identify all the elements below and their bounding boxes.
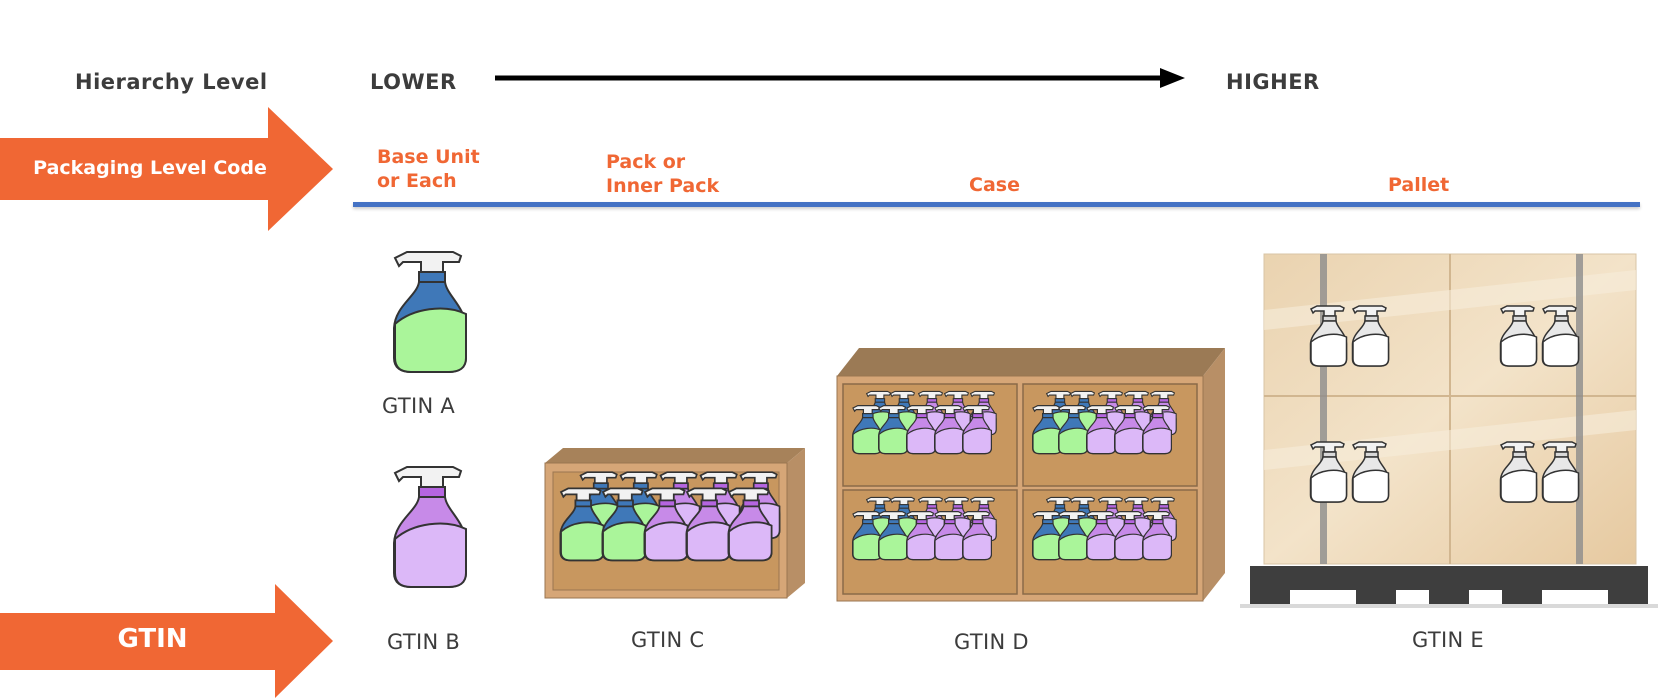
pallet-bottle-icon: [1351, 305, 1390, 367]
lower-label: LOWER: [370, 70, 457, 94]
gtin-c-label: GTIN C: [631, 628, 705, 652]
bottle-purple-icon: [393, 466, 467, 588]
pallet-bottle-icon: [1351, 441, 1390, 503]
case-bottle-icon: [962, 405, 993, 455]
case-bottle-icon: [906, 511, 937, 561]
level-pack-line1: Pack or: [606, 151, 686, 173]
case-bottle-icon: [934, 405, 965, 455]
gtin-b-label: GTIN B: [387, 630, 461, 654]
case-bottle-icon: [1086, 405, 1117, 455]
pack-bottle-icon: [685, 487, 731, 562]
case-bottle-icon: [962, 511, 993, 561]
case-bottle-icon: [1142, 511, 1173, 561]
level-pack: Pack or Inner Pack: [606, 150, 719, 198]
gtin-e-label: GTIN E: [1412, 628, 1484, 652]
case-bottle-icon: [906, 405, 937, 455]
case-bottle-icon: [934, 511, 965, 561]
pack-bottle-icon: [643, 487, 689, 562]
pallet-bottle-icon: [1499, 305, 1538, 367]
pallet-bottle-icon: [1309, 441, 1348, 503]
gtin-arrow: [0, 584, 333, 698]
case-bottle-icon: [852, 405, 883, 455]
case-bottle-icon: [1032, 511, 1063, 561]
pallet-bottle-icon: [1541, 441, 1580, 503]
case-bottle-icon: [1058, 511, 1089, 561]
pack-bottle-icon: [727, 487, 773, 562]
packaging-level-arrow: [0, 107, 333, 231]
pallet-bottle-icon: [1541, 305, 1580, 367]
hierarchy-arrow: [495, 68, 1185, 88]
level-divider: [353, 202, 1640, 207]
level-pack-line2: Inner Pack: [606, 175, 720, 197]
level-pallet: Pallet: [1388, 174, 1450, 196]
case-bottle-icon: [1114, 511, 1145, 561]
case-bottle-icon: [852, 511, 883, 561]
case-bottle-icon: [1058, 405, 1089, 455]
gtin-arrow-label: GTIN: [117, 624, 188, 654]
bottle-green-icon: [393, 251, 467, 373]
pack-bottle-icon: [559, 487, 605, 562]
level-base-unit: Base Unit or Each: [377, 145, 480, 193]
pallet-bottle-icon: [1499, 441, 1538, 503]
gtin-a-label: GTIN A: [382, 394, 456, 418]
inner-pack-box-icon: [544, 448, 805, 599]
pallet-icon: [1240, 253, 1658, 608]
case-bottle-icon: [1114, 405, 1145, 455]
case-bottle-icon: [1032, 405, 1063, 455]
case-bottle-icon: [878, 511, 909, 561]
packaging-level-label: Packaging Level Code: [33, 157, 267, 179]
level-base-line2: or Each: [377, 170, 457, 192]
gtin-d-label: GTIN D: [954, 630, 1029, 654]
case-bottle-icon: [1142, 405, 1173, 455]
level-case: Case: [969, 174, 1020, 196]
pack-bottle-icon: [601, 487, 647, 562]
case-bottle-icon: [878, 405, 909, 455]
pallet-bottle-icon: [1309, 305, 1348, 367]
case-bottle-icon: [1086, 511, 1117, 561]
level-base-line1: Base Unit: [377, 146, 480, 168]
higher-label: HIGHER: [1226, 70, 1320, 94]
hierarchy-level-label: Hierarchy Level: [75, 70, 268, 94]
case-box-icon: [836, 348, 1225, 602]
